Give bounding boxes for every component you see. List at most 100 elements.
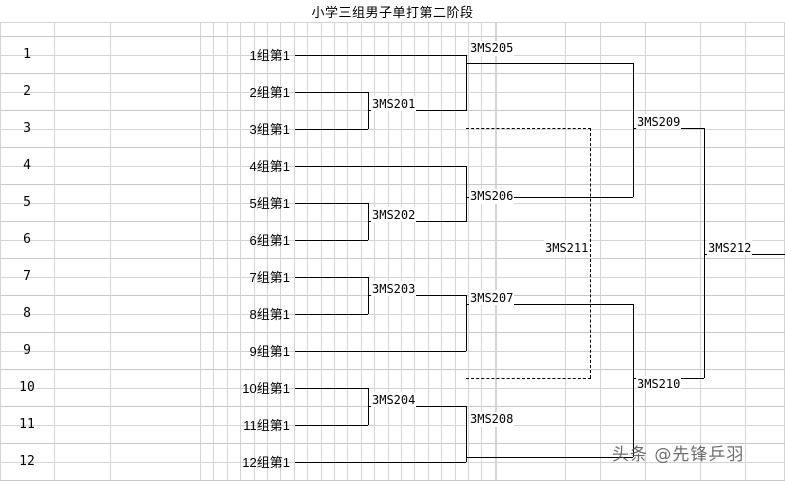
grid-vline	[240, 22, 241, 481]
grid-vline	[254, 22, 255, 481]
bracket-line	[368, 295, 466, 296]
seed-number: 3	[23, 121, 31, 136]
grid-vline	[428, 22, 429, 481]
bracket-line	[295, 55, 466, 56]
grid-vline	[700, 22, 701, 481]
grid-hline	[0, 443, 785, 444]
seed-number: 8	[23, 306, 31, 321]
entrant-label: 11组第1	[243, 418, 290, 433]
match-code: 3MS206	[469, 188, 515, 204]
grid-hline	[0, 240, 785, 241]
grid-hline	[0, 203, 785, 204]
bracket-line	[368, 221, 466, 222]
grid-hline	[0, 36, 785, 37]
match-code: 3MS201	[371, 96, 417, 111]
entrant-label: 12组第1	[242, 455, 290, 470]
seed-number: 9	[23, 343, 31, 358]
grid-vline	[645, 22, 646, 481]
match-code: 3MS208	[469, 411, 515, 427]
bracket-line	[295, 166, 466, 167]
grid-hline	[0, 92, 785, 93]
seed-number: 7	[23, 269, 31, 284]
grid-hline	[0, 388, 785, 389]
bracket-line	[633, 63, 634, 197]
seed-number: 6	[23, 232, 31, 247]
match-code: 3MS212	[707, 240, 753, 255]
bracket-line	[466, 166, 467, 222]
entrant-label: 6组第1	[249, 233, 290, 248]
grid-vline	[455, 22, 456, 481]
seed-number: 11	[19, 417, 35, 432]
match-code: 3MS210	[636, 376, 682, 391]
grid-vline	[200, 22, 201, 481]
grid-vline	[321, 22, 322, 481]
grid-vline	[414, 22, 415, 481]
bracket-line	[295, 462, 466, 463]
bracket-line	[295, 240, 368, 241]
bracket-line	[295, 314, 368, 315]
bracket-line	[466, 197, 633, 198]
match-code: 3MS202	[371, 207, 417, 222]
grid-vline	[495, 22, 496, 481]
seed-number: 12	[19, 454, 35, 469]
entrant-label: 8组第1	[249, 307, 290, 322]
grid-vline	[361, 22, 362, 481]
grid-vline	[481, 22, 482, 481]
grid-vline	[600, 22, 601, 481]
watermark-text: 头条 @先锋乒羽	[612, 445, 745, 465]
bracket-line	[295, 425, 368, 426]
grid-vline	[496, 22, 497, 481]
match-code: 3MS204	[371, 392, 417, 407]
grid-vline	[374, 22, 375, 481]
match-code: 3MS211	[544, 240, 590, 255]
bracket-line-dashed	[466, 128, 591, 129]
grid-hline	[0, 147, 785, 148]
seed-number: 1	[23, 47, 31, 62]
entrant-label: 9组第1	[249, 344, 290, 359]
seed-number: 10	[19, 380, 35, 395]
grid-vline	[213, 22, 214, 481]
bracket-line-dashed	[466, 378, 591, 379]
grid-vline	[0, 22, 1, 481]
seed-number: 5	[23, 195, 31, 210]
bracket-line	[295, 92, 368, 93]
entrant-label: 4组第1	[249, 159, 290, 174]
entrant-label: 10组第1	[242, 381, 290, 396]
grid-hline	[0, 425, 785, 426]
match-code: 3MS205	[469, 40, 515, 56]
grid-vline	[347, 22, 348, 481]
grid-hline	[0, 73, 785, 74]
grid-vline	[227, 22, 228, 481]
bracket-line	[295, 277, 368, 278]
bracket-line	[368, 110, 466, 111]
bracket-line-dashed	[590, 128, 591, 378]
bracket-line	[295, 203, 368, 204]
match-code: 3MS203	[371, 281, 417, 296]
entrant-label: 3组第1	[249, 122, 290, 137]
grid-vline	[294, 22, 295, 481]
grid-hline	[0, 332, 785, 333]
bracket-line	[368, 406, 466, 407]
bracket-line	[466, 304, 633, 305]
entrant-label: 2组第1	[249, 85, 290, 100]
grid-vline	[280, 22, 281, 481]
grid-vline	[388, 22, 389, 481]
bracket-line	[466, 406, 467, 462]
grid-hline	[0, 314, 785, 315]
grid-vline	[267, 22, 268, 481]
match-code: 3MS209	[636, 114, 682, 129]
grid-hline	[0, 369, 785, 370]
entrant-label: 7组第1	[249, 270, 290, 285]
entrant-label: 1组第1	[249, 48, 290, 63]
bracket-line	[295, 129, 368, 130]
bracket-line	[466, 457, 633, 458]
bracket-line	[295, 351, 466, 352]
bracket-line	[466, 295, 467, 351]
grid-vline	[441, 22, 442, 481]
bracket-line	[466, 63, 633, 64]
grid-hline	[0, 184, 785, 185]
grid-vline	[401, 22, 402, 481]
match-code: 3MS207	[469, 290, 515, 305]
grid-vline	[468, 22, 469, 481]
